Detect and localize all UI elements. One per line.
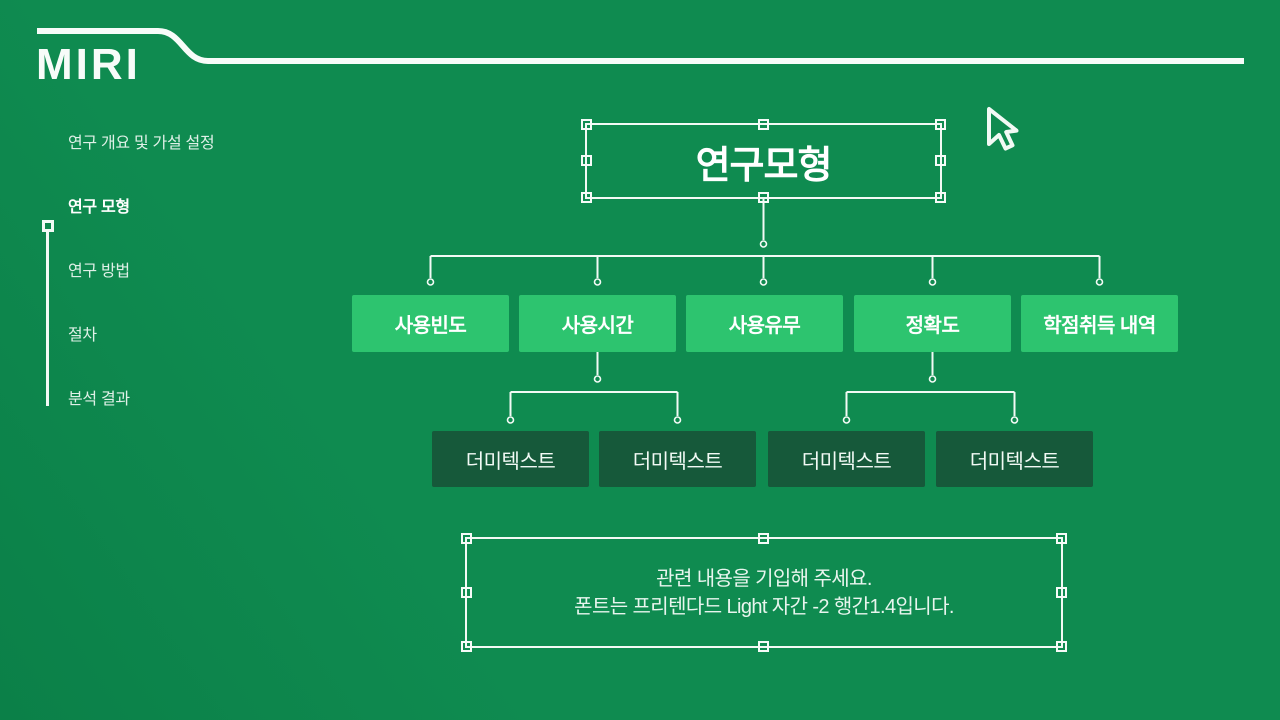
logo: MIRI	[36, 40, 141, 89]
resize-handle-middle-left[interactable]	[581, 155, 592, 166]
note-textbox-selected[interactable]: 관련 내용을 기입해 주세요. 폰트는 프리텐다드 Light 자간 -2 행간…	[461, 533, 1067, 652]
sidebar-item-research-model[interactable]: 연구 모형	[68, 199, 130, 216]
resize-handle-top-left[interactable]	[581, 119, 592, 130]
diagram-node-dummy-4[interactable]: 더미텍스트	[936, 431, 1093, 487]
resize-handle-top-right[interactable]	[935, 119, 946, 130]
logo-swoosh-line	[37, 28, 1244, 64]
resize-handle-middle-right[interactable]	[935, 155, 946, 166]
sidebar-item-method[interactable]: 연구 방법	[68, 263, 130, 280]
diagram-node-dummy-3[interactable]: 더미텍스트	[768, 431, 925, 487]
sidebar-item-procedure[interactable]: 절차	[68, 327, 97, 344]
resize-handle-top-middle[interactable]	[757, 119, 769, 130]
diagram-node-usage-time[interactable]: 사용시간	[519, 295, 676, 352]
resize-handle-top-left[interactable]	[461, 533, 472, 544]
resize-handle-middle-right[interactable]	[1056, 586, 1067, 598]
diagram-node-credit-history[interactable]: 학점취득 내역	[1021, 295, 1178, 352]
resize-handle-bottom-right[interactable]	[935, 192, 946, 203]
sidebar-progress-marker	[42, 220, 54, 232]
diagram-node-dummy-1[interactable]: 더미텍스트	[432, 431, 589, 487]
diagram-node-dummy-2[interactable]: 더미텍스트	[599, 431, 756, 487]
title-textbox-selected[interactable]: 연구모형	[581, 119, 946, 203]
resize-handle-bottom-middle[interactable]	[757, 192, 769, 203]
resize-handle-top-middle[interactable]	[758, 533, 769, 544]
diagram-node-usage-yn[interactable]: 사용유무	[686, 295, 843, 352]
diagram-node-accuracy[interactable]: 정확도	[854, 295, 1011, 352]
note-line-2: 폰트는 프리텐다드 Light 자간 -2 행간1.4입니다.	[574, 595, 954, 618]
resize-handle-bottom-middle[interactable]	[758, 641, 769, 652]
note-line-1: 관련 내용을 기입해 주세요.	[656, 567, 872, 590]
resize-handle-bottom-left[interactable]	[581, 192, 592, 203]
resize-handle-middle-left[interactable]	[461, 586, 472, 598]
resize-handle-top-right[interactable]	[1056, 533, 1067, 544]
mouse-cursor-icon	[987, 107, 1019, 151]
diagram-title: 연구모형	[695, 144, 833, 187]
diagram-node-usage-frequency[interactable]: 사용빈도	[352, 295, 509, 352]
sidebar-progress-line	[46, 232, 49, 406]
resize-handle-bottom-left[interactable]	[461, 641, 472, 652]
sidebar-item-overview[interactable]: 연구 개요 및 가설 설정	[68, 135, 215, 152]
resize-handle-bottom-right[interactable]	[1056, 641, 1067, 652]
sidebar-item-analysis[interactable]: 분석 결과	[68, 391, 130, 408]
